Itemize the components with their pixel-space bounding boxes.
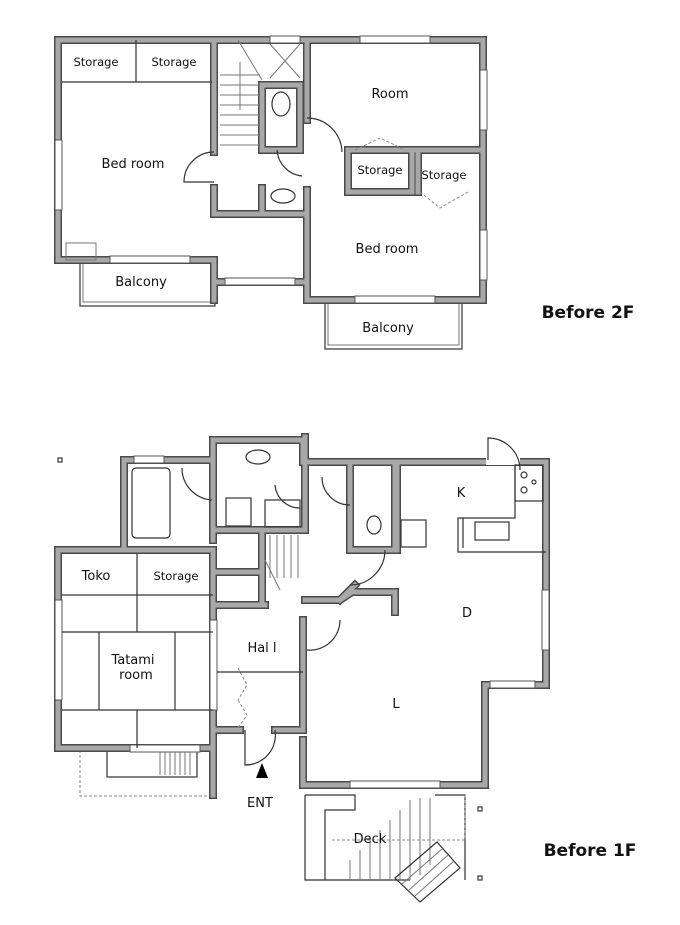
deck bbox=[304, 794, 483, 903]
label-bedroom-right: Bed room bbox=[356, 242, 419, 257]
label-hall: Hal l bbox=[247, 641, 276, 656]
label-storage-3: Storage bbox=[358, 163, 403, 177]
door-dining[interactable] bbox=[349, 549, 386, 586]
floor-1f-plan: Toko Storage Tatami room Hal l K D L ENT… bbox=[54, 433, 637, 903]
door-bath[interactable] bbox=[181, 467, 213, 501]
room-labels-2f: Storage Storage Bed room Room Storage St… bbox=[74, 55, 467, 336]
deck-steps bbox=[394, 841, 461, 903]
label-bedroom-left: Bed room bbox=[102, 157, 165, 172]
label-tatami: Tatami bbox=[110, 653, 154, 668]
label-balcony-left: Balcony bbox=[115, 275, 167, 290]
door-bedroom-left[interactable] bbox=[183, 151, 215, 183]
floor-title-2f: Before 2F bbox=[542, 303, 635, 323]
label-storage-4: Storage bbox=[422, 168, 467, 182]
label-balcony-right: Balcony bbox=[362, 321, 414, 336]
label-dining: D bbox=[462, 606, 472, 621]
label-storage-2: Storage bbox=[152, 55, 197, 69]
door-kitchen[interactable] bbox=[487, 437, 521, 471]
staircase-2f bbox=[220, 39, 301, 146]
room-labels-1f: Toko Storage Tatami room Hal l K D L ENT… bbox=[81, 486, 472, 847]
door-entrance[interactable] bbox=[244, 729, 277, 766]
label-living: L bbox=[392, 697, 400, 712]
entrance-arrow-icon bbox=[256, 763, 268, 778]
washbasin-icon bbox=[245, 449, 271, 465]
floor-2f-plan: Storage Storage Bed room Room Storage St… bbox=[54, 35, 635, 350]
label-storage-1f: Storage bbox=[154, 569, 199, 583]
door-living[interactable] bbox=[306, 619, 341, 651]
kitchen-sink-icon bbox=[474, 521, 510, 541]
toilet-icon-1f bbox=[366, 515, 382, 535]
label-storage-1: Storage bbox=[74, 55, 119, 69]
staircase-1f bbox=[264, 535, 299, 591]
door-toilet[interactable] bbox=[276, 149, 303, 177]
label-tatami-room: room bbox=[119, 668, 153, 683]
kitchen-counter bbox=[400, 437, 546, 553]
sink-icon bbox=[270, 188, 296, 204]
door-toilet-1f[interactable] bbox=[321, 476, 351, 506]
label-room: Room bbox=[371, 87, 408, 102]
label-deck: Deck bbox=[354, 832, 387, 847]
toilet-icon bbox=[271, 91, 291, 117]
door-wash[interactable] bbox=[274, 484, 301, 509]
door-room[interactable] bbox=[306, 117, 343, 153]
floor-title-1f: Before 1F bbox=[544, 841, 637, 861]
stove-icon bbox=[514, 464, 544, 502]
walls-1f bbox=[54, 433, 550, 799]
tatami-mats bbox=[62, 553, 213, 748]
bathtub-icon bbox=[131, 467, 171, 539]
walls-2f bbox=[54, 35, 488, 304]
label-kitchen: K bbox=[457, 486, 466, 501]
label-entrance: ENT bbox=[247, 796, 273, 811]
label-toko: Toko bbox=[81, 569, 111, 584]
